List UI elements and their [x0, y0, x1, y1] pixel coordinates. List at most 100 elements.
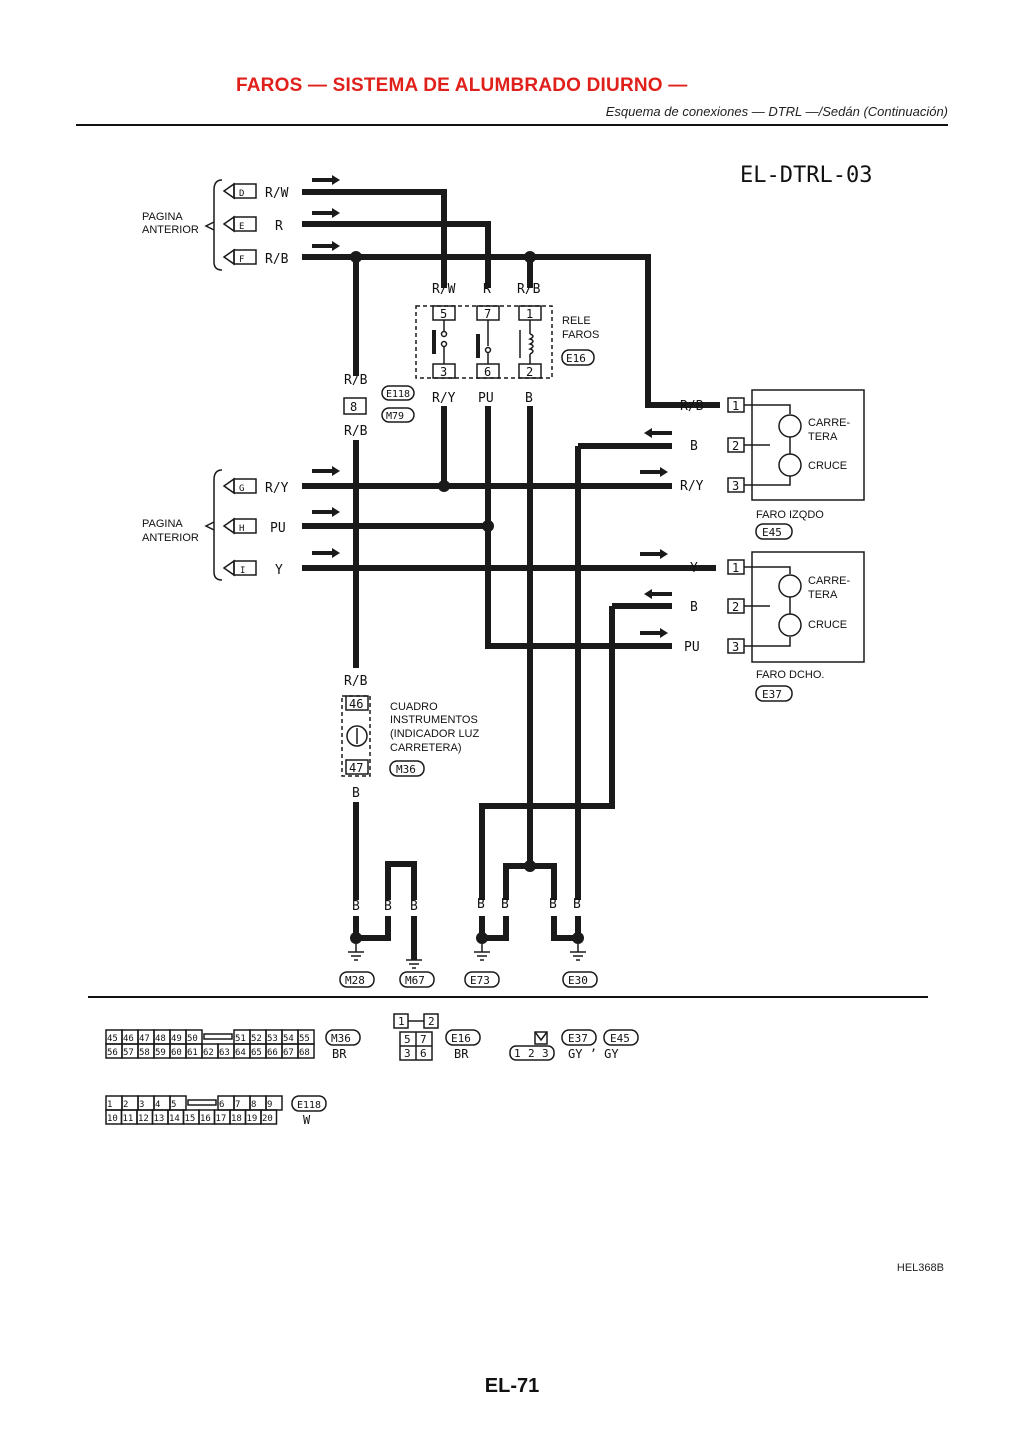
- connector-h: H PU: [222, 517, 286, 536]
- svg-text:E30: E30: [568, 974, 588, 987]
- svg-text:R/Y: R/Y: [432, 391, 456, 406]
- connector-view-e16: 1 2 5 7 3 6 E16 BR: [393, 1013, 481, 1061]
- svg-text:FARO IZQDO: FARO IZQDO: [756, 509, 824, 521]
- pin-number: 4: [155, 1100, 160, 1110]
- svg-text:M67: M67: [405, 974, 425, 987]
- pin-number: 1: [107, 1100, 112, 1110]
- pin-number: 5: [171, 1100, 176, 1110]
- pin-number: 47: [139, 1034, 150, 1044]
- connector-view-e118-label: E118 W: [291, 1095, 327, 1127]
- pin-number: 13: [154, 1114, 165, 1124]
- pin-number: 10: [107, 1114, 118, 1124]
- svg-text:1: 1: [732, 561, 739, 575]
- svg-text:CRUCE: CRUCE: [808, 460, 847, 472]
- svg-text:CARRE-: CARRE-: [808, 417, 851, 429]
- svg-text:1: 1: [514, 1047, 521, 1060]
- pin-number: 55: [299, 1034, 310, 1044]
- faro-izqdo: R/B B R/Y 1 2 3 CARRE- TERA CRUCE FARO I…: [680, 389, 865, 540]
- svg-text:B: B: [690, 439, 698, 454]
- svg-text:3: 3: [732, 479, 739, 493]
- wire-r: [302, 221, 491, 288]
- pin-number: 60: [171, 1048, 182, 1058]
- pin-number: 8: [251, 1100, 256, 1110]
- page-title: FAROS — SISTEMA DE ALUMBRADO DIURNO —: [236, 75, 688, 96]
- relay-faros: R/W R R/B 5 7 1 3 6 2: [415, 282, 599, 406]
- svg-text:B: B: [410, 899, 418, 914]
- svg-text:E118: E118: [386, 389, 410, 400]
- pin-number: 2: [123, 1100, 128, 1110]
- svg-text:B: B: [549, 897, 557, 912]
- svg-text:R/W: R/W: [432, 282, 456, 297]
- pin-number: 20: [262, 1114, 273, 1124]
- svg-text:46: 46: [349, 697, 363, 711]
- svg-text:BR: BR: [454, 1047, 469, 1061]
- svg-text:R: R: [483, 282, 491, 297]
- pin-number: 15: [185, 1114, 196, 1124]
- wire-r-b: [302, 254, 720, 408]
- pin-number: 46: [123, 1034, 134, 1044]
- svg-text:Y: Y: [690, 561, 698, 576]
- svg-text:B: B: [384, 899, 392, 914]
- faro-dcho: Y B PU 1 2 3 CARRE- TERA CRUCE FARO DCHO…: [684, 551, 865, 702]
- svg-text:R/Y: R/Y: [265, 481, 289, 496]
- connector-view-m36-label: M36 BR: [325, 1029, 361, 1061]
- svg-text:R: R: [275, 219, 283, 234]
- svg-text:E118: E118: [297, 1100, 321, 1111]
- connector-latch: [203, 1033, 233, 1040]
- svg-text:E45: E45: [762, 526, 782, 539]
- pin-number: 50: [187, 1034, 198, 1044]
- svg-text:2: 2: [528, 1047, 535, 1060]
- svg-text:PU: PU: [478, 391, 494, 406]
- connector-i: I Y: [222, 559, 283, 578]
- svg-text:1: 1: [732, 399, 739, 413]
- connector-f: F R/B: [222, 248, 289, 267]
- svg-text:2: 2: [428, 1015, 435, 1028]
- pin-number: 65: [251, 1048, 262, 1058]
- svg-text:3: 3: [732, 640, 739, 654]
- svg-text:D: D: [239, 189, 244, 199]
- svg-text:F: F: [239, 255, 244, 265]
- ground-symbols: [348, 932, 586, 969]
- svg-text:FAROS: FAROS: [562, 329, 599, 341]
- prev-page-label-mid-2: ANTERIOR: [142, 532, 199, 544]
- svg-text:H: H: [239, 524, 244, 534]
- svg-text:R/B: R/B: [265, 252, 289, 267]
- instrument-cluster: R/B 46 47 B CUADRO INSTRUMENTOS (INDICAD…: [341, 674, 480, 801]
- bracket-top: [213, 179, 223, 271]
- pin-number: 54: [283, 1034, 294, 1044]
- svg-text:G: G: [239, 484, 244, 494]
- page-subtitle: Esquema de conexiones — DTRL —/Sedán (Co…: [605, 104, 948, 119]
- wire-b-dcho: [479, 606, 615, 900]
- connector-g: G R/Y: [222, 477, 289, 496]
- pin-number: 58: [139, 1048, 150, 1058]
- svg-text:GY ’ GY: GY ’ GY: [568, 1047, 619, 1061]
- pin-number: 59: [155, 1048, 166, 1058]
- pin-cell: [260, 1109, 278, 1125]
- svg-text:TERA: TERA: [808, 431, 838, 443]
- svg-text:R/B: R/B: [517, 282, 541, 297]
- pin-number: 9: [267, 1100, 272, 1110]
- svg-text:B: B: [690, 600, 698, 615]
- pin-number: 67: [283, 1048, 294, 1058]
- svg-text:5: 5: [440, 307, 447, 321]
- splice-r-b-relay: [524, 251, 536, 263]
- svg-text:Y: Y: [275, 563, 283, 578]
- connector-view-e37-e45: 1 2 3 E37 E45 GY ’ GY: [509, 1029, 639, 1061]
- svg-text:E: E: [239, 222, 244, 232]
- pin-number: 64: [235, 1048, 246, 1058]
- svg-text:M79: M79: [386, 411, 404, 422]
- ground-labels: M28 M67 E73 E30: [339, 971, 598, 988]
- svg-text:TERA: TERA: [808, 589, 838, 601]
- svg-text:R/B: R/B: [344, 373, 368, 388]
- svg-text:6: 6: [484, 365, 491, 379]
- svg-text:CRUCE: CRUCE: [808, 619, 847, 631]
- pin-number: 62: [203, 1048, 214, 1058]
- pin-number: 16: [200, 1114, 211, 1124]
- pin-number: 53: [267, 1034, 278, 1044]
- svg-text:5: 5: [404, 1033, 411, 1046]
- svg-text:I: I: [240, 566, 245, 576]
- connector-latch: [187, 1099, 217, 1106]
- svg-text:2: 2: [526, 365, 533, 379]
